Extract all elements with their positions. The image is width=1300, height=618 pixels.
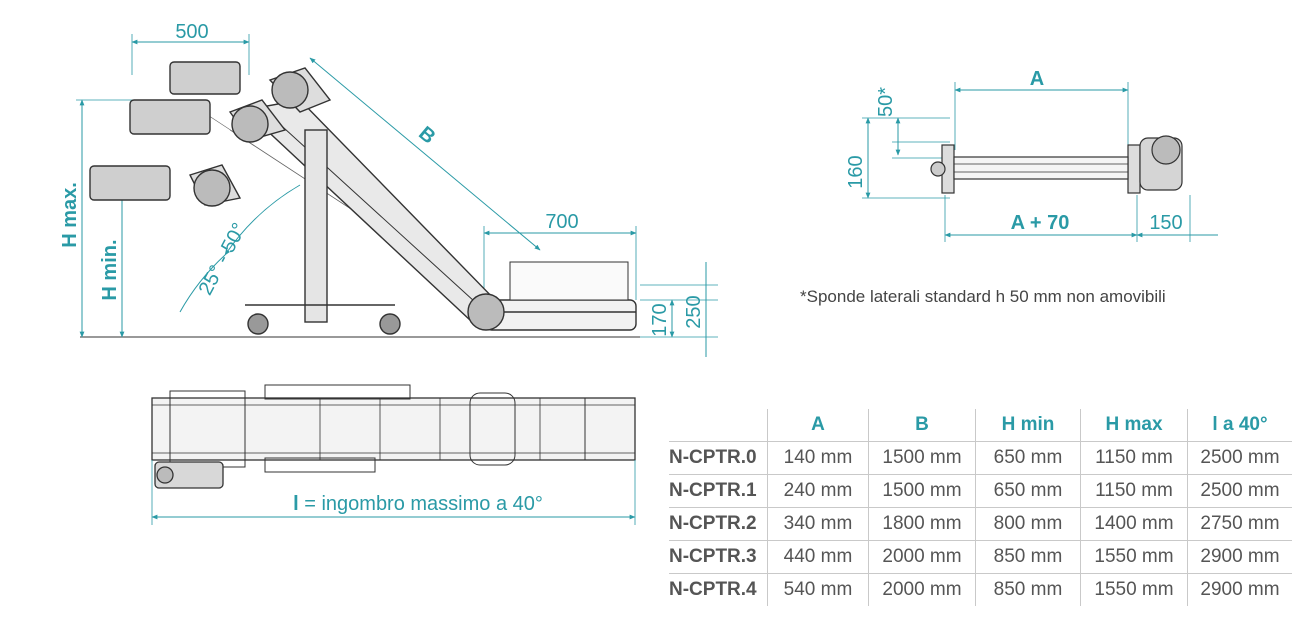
cell-h-max: 1150 mm xyxy=(1080,441,1188,475)
l-letter: l xyxy=(293,493,299,515)
header-blank xyxy=(669,409,768,442)
table-row: N-CPTR.1 240 mm 1500 mm 650 mm 1150 mm 2… xyxy=(669,474,1292,508)
dim-500-label: 500 xyxy=(175,21,208,43)
cell-h-min: 800 mm xyxy=(975,507,1081,541)
cell-l-40: 2900 mm xyxy=(1187,573,1292,606)
cell-a: 340 mm xyxy=(767,507,869,541)
model-cell: N-CPTR.4 xyxy=(669,573,768,606)
conveyor-side-illustration xyxy=(89,61,637,335)
dim-250-label: 250 xyxy=(683,295,705,328)
table-row: N-CPTR.4 540 mm 2000 mm 850 mm 1550 mm 2… xyxy=(669,573,1292,606)
h-max-label: H max. xyxy=(59,182,81,248)
cell-b: 2000 mm xyxy=(868,540,976,574)
cell-b: 1500 mm xyxy=(868,474,976,508)
dim-b-label: B xyxy=(414,122,439,148)
table-row: N-CPTR.3 440 mm 2000 mm 850 mm 1550 mm 2… xyxy=(669,540,1292,574)
cell-b: 1800 mm xyxy=(868,507,976,541)
model-cell: N-CPTR.0 xyxy=(669,441,768,475)
model-cell: N-CPTR.2 xyxy=(669,507,768,541)
model-cell: N-CPTR.3 xyxy=(669,540,768,574)
cell-a: 240 mm xyxy=(767,474,869,508)
dim-50-label: 50* xyxy=(875,87,897,117)
dim-170-label: 170 xyxy=(649,303,671,336)
header-a: A xyxy=(767,409,869,442)
cell-a: 440 mm xyxy=(767,540,869,574)
cell-l-40: 2750 mm xyxy=(1187,507,1292,541)
header-h-min: H min xyxy=(975,409,1081,442)
h-min-label: H min. xyxy=(99,239,121,300)
cell-l-40: 2900 mm xyxy=(1187,540,1292,574)
table-row: N-CPTR.0 140 mm 1500 mm 650 mm 1150 mm 2… xyxy=(669,441,1292,475)
dim-160-label: 160 xyxy=(845,155,867,188)
cell-h-max: 1400 mm xyxy=(1080,507,1188,541)
cell-l-40: 2500 mm xyxy=(1187,474,1292,508)
header-b: B xyxy=(868,409,976,442)
cell-h-min: 650 mm xyxy=(975,474,1081,508)
cell-a: 140 mm xyxy=(767,441,869,475)
conveyor-top-illustration xyxy=(151,384,636,489)
cell-b: 2000 mm xyxy=(868,573,976,606)
cell-a: 540 mm xyxy=(767,573,869,606)
cell-h-max: 1550 mm xyxy=(1080,540,1188,574)
top-view: l = ingombro massimo a 40° xyxy=(151,384,636,525)
header-h-max: H max xyxy=(1080,409,1188,442)
cell-b: 1500 mm xyxy=(868,441,976,475)
cell-h-max: 1550 mm xyxy=(1080,573,1188,606)
dim-150-label: 150 xyxy=(1149,212,1182,234)
cell-h-min: 650 mm xyxy=(975,441,1081,475)
l-text: = ingombro massimo a 40° xyxy=(299,493,543,515)
section-view: A 50* 160 A + 70 150 xyxy=(845,68,1218,242)
angle-label: 25° - 50° xyxy=(195,219,251,298)
dim-700-label: 700 xyxy=(545,211,578,233)
cell-h-max: 1150 mm xyxy=(1080,474,1188,508)
side-walls-note: *Sponde laterali standard h 50 mm non am… xyxy=(800,287,1166,306)
spec-table: A B H min H max l a 40° N-CPTR.0 140 mm … xyxy=(669,409,1292,606)
cell-l-40: 2500 mm xyxy=(1187,441,1292,475)
dim-a70-label: A + 70 xyxy=(1011,212,1070,234)
cell-h-min: 850 mm xyxy=(975,540,1081,574)
header-l-40: l a 40° xyxy=(1187,409,1292,442)
cell-h-min: 850 mm xyxy=(975,573,1081,606)
side-view: H max. H min. 500 B 25° - 50° 700 170 25… xyxy=(59,21,718,357)
model-cell: N-CPTR.1 xyxy=(669,474,768,508)
table-header-row: A B H min H max l a 40° xyxy=(669,409,1292,442)
l-dimension-label: l = ingombro massimo a 40° xyxy=(293,493,543,515)
dim-a-label: A xyxy=(1030,68,1044,90)
roller-section-illustration xyxy=(930,135,1183,194)
table-row: N-CPTR.2 340 mm 1800 mm 800 mm 1400 mm 2… xyxy=(669,507,1292,541)
